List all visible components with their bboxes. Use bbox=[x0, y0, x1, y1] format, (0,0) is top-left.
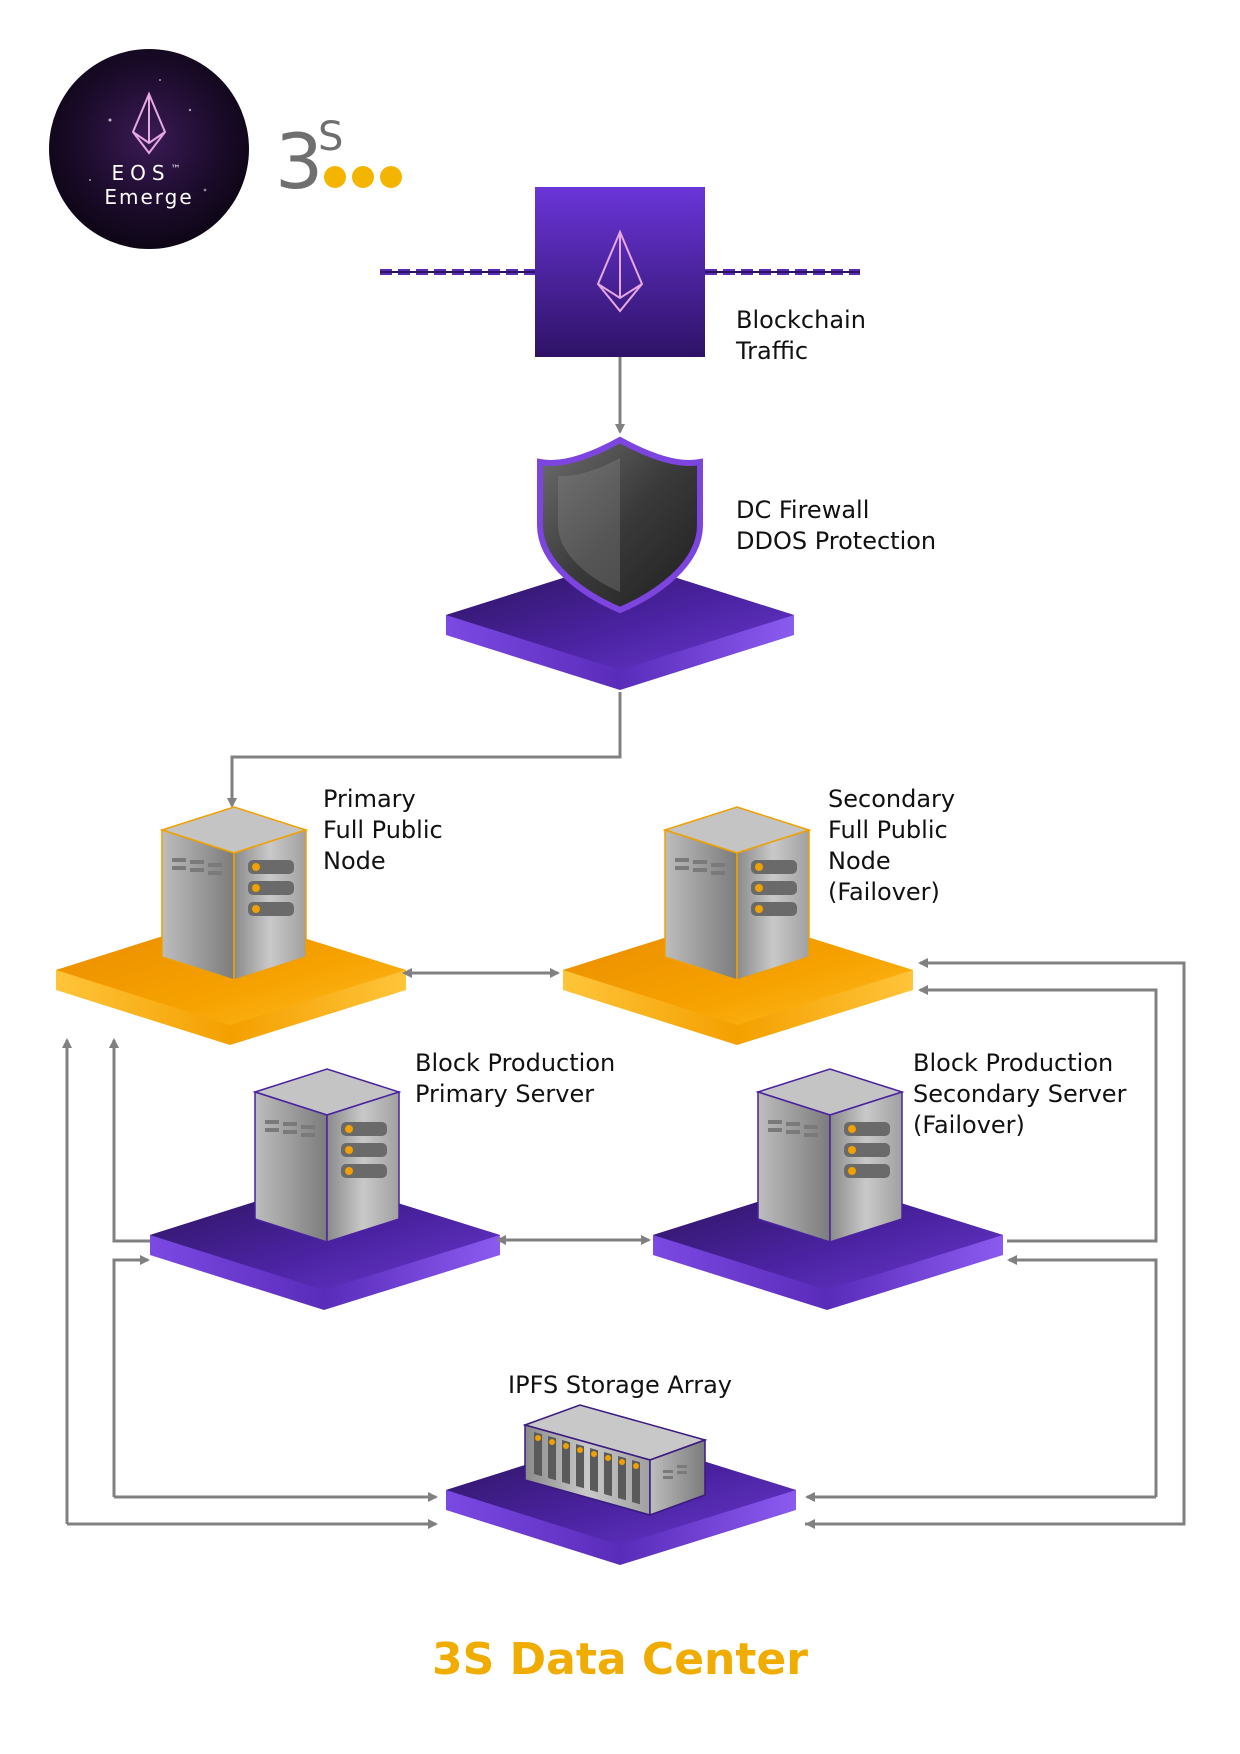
brand-letter: S bbox=[318, 114, 343, 160]
secondary-node-label-line3: Node bbox=[828, 847, 891, 875]
bp-primary-label: Block Production Primary Server bbox=[415, 1049, 623, 1108]
eos-crystal-icon bbox=[131, 91, 167, 155]
secondary-node-label: Secondary Full Public Node (Failover) bbox=[828, 785, 963, 906]
eos-crystal-icon bbox=[596, 229, 644, 313]
blockchain-label-line1: Blockchain bbox=[736, 306, 866, 334]
bp-secondary-label-line2: Secondary Server bbox=[913, 1080, 1127, 1108]
eos-logo-tm: ™ bbox=[171, 164, 187, 175]
blockchain-label: Blockchain Traffic bbox=[735, 306, 874, 365]
eos-emerge-logo: EOS™ Emerge bbox=[49, 49, 249, 249]
blockchain-traffic-node bbox=[535, 187, 705, 357]
arrow-bp-secondary-to-secondary-node bbox=[918, 985, 1158, 1243]
bp-secondary-label: Block Production Secondary Server (Failo… bbox=[913, 1049, 1134, 1139]
svg-text:EOS™: EOS™ bbox=[111, 161, 186, 185]
eos-logo-word: EOS bbox=[111, 161, 170, 185]
primary-node-label-line2: Full Public bbox=[323, 816, 443, 844]
server-tower-icon bbox=[662, 806, 812, 982]
bp-secondary-label-line1: Block Production bbox=[913, 1049, 1113, 1077]
brand-dot-3 bbox=[380, 166, 402, 188]
storage-array-icon bbox=[522, 1404, 708, 1517]
secondary-node-label-line1: Secondary bbox=[828, 785, 955, 813]
shield-icon bbox=[537, 436, 703, 614]
firewall-label-line2: DDOS Protection bbox=[736, 527, 936, 555]
secondary-node-label-line4: (Failover) bbox=[828, 878, 940, 906]
blockchain-label-line2: Traffic bbox=[735, 337, 808, 365]
arrow-firewall-to-primary-node bbox=[227, 692, 622, 808]
firewall-label: DC Firewall DDOS Protection bbox=[736, 496, 936, 555]
primary-node-label: Primary Full Public Node bbox=[323, 785, 450, 875]
firewall-label-line1: DC Firewall bbox=[736, 496, 869, 524]
primary-node-label-line1: Primary bbox=[323, 785, 416, 813]
arrow-ipfs-to-bp-primary bbox=[112, 1255, 150, 1497]
ipfs-label: IPFS Storage Array bbox=[508, 1371, 732, 1399]
bp-secondary-label-line3: (Failover) bbox=[913, 1111, 1025, 1139]
bp-primary-label-line2: Primary Server bbox=[415, 1080, 594, 1108]
arrow-bp-primary-to-primary-node bbox=[109, 1038, 150, 1243]
brand-number: 3 bbox=[275, 117, 323, 206]
secondary-node-label-line2: Full Public bbox=[828, 816, 948, 844]
footer-title: 3S Data Center bbox=[432, 1634, 808, 1685]
server-tower-icon bbox=[252, 1068, 402, 1244]
arrow-ipfs-to-bp-secondary bbox=[1007, 1255, 1158, 1497]
bp-primary-label-line1: Block Production bbox=[415, 1049, 615, 1077]
server-tower-icon bbox=[159, 806, 309, 982]
3s-brand-logo: 3 S bbox=[275, 114, 402, 206]
brand-dot-1 bbox=[324, 166, 346, 188]
server-tower-icon bbox=[755, 1068, 905, 1244]
primary-node-label-line3: Node bbox=[323, 847, 386, 875]
eos-logo-emerge: Emerge bbox=[104, 185, 193, 209]
brand-dot-2 bbox=[352, 166, 374, 188]
firewall-platform bbox=[446, 560, 794, 690]
